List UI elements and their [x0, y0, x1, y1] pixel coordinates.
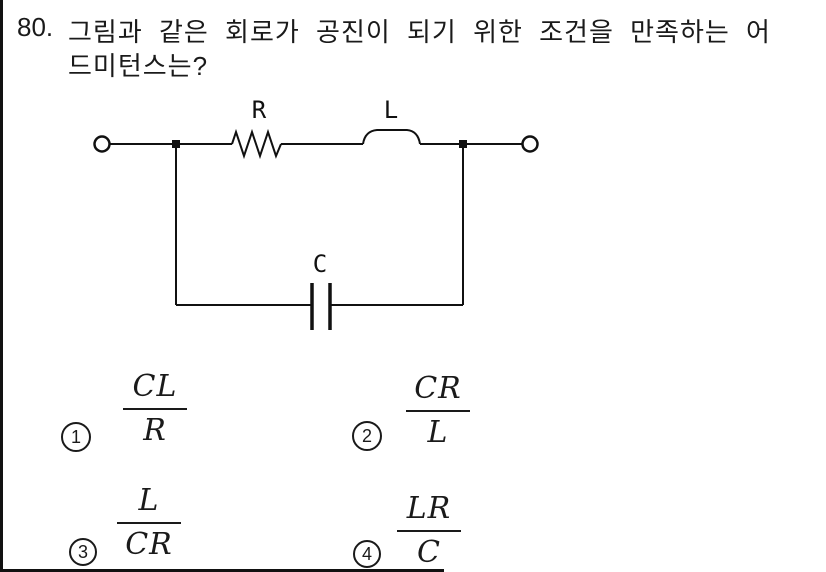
scan-border-bottom: [0, 569, 444, 572]
inductor-arch: [362, 129, 421, 145]
choice-1-numerator: CL: [132, 369, 178, 404]
scan-border-left: [0, 0, 3, 572]
choice-2-fraction: CR L: [406, 370, 470, 452]
question-text-line1: 그림과 같은 회로가 공진이 되기 위한 조건을 만족하는 어: [68, 17, 771, 47]
right-terminal-icon: [521, 135, 539, 153]
capacitor-label: C: [313, 250, 327, 278]
choice-3-marker: 3: [69, 538, 97, 566]
inductor-loop-2: [391, 133, 413, 155]
choice-1-fraction-bar: [123, 408, 187, 410]
left-terminal-icon: [93, 135, 111, 153]
choice-4-number: 4: [361, 543, 372, 564]
choice-3-denominator: CR: [125, 527, 173, 562]
choice-3-fraction-bar: [117, 522, 181, 524]
choice-4-fraction: LR C: [397, 490, 461, 572]
inductor-label: L: [384, 96, 398, 124]
question-number: 80.: [17, 12, 54, 42]
question-text-line2: 드미턴스는?: [68, 51, 209, 81]
choice-4-denominator: C: [417, 535, 441, 570]
choice-3-number: 3: [77, 541, 88, 562]
resistor-label: R: [252, 96, 267, 124]
choice-2-denominator: L: [427, 415, 449, 450]
choice-2-numerator: CR: [414, 371, 462, 406]
choice-4-numerator: LR: [406, 491, 452, 526]
choice-3-fraction: L CR: [117, 482, 181, 564]
inductor-loop-1: [372, 133, 394, 155]
choice-1-denominator: R: [143, 413, 167, 448]
circuit-diagram: R L C: [93, 96, 539, 330]
choice-4-fraction-bar: [397, 530, 461, 532]
choice-3-numerator: L: [138, 483, 160, 518]
resistor-symbol: [231, 128, 282, 160]
choice-1-number: 1: [70, 426, 81, 447]
choice-2-marker: 2: [352, 421, 382, 451]
choice-1-fraction: CL R: [123, 368, 187, 450]
choice-2-number: 2: [361, 425, 372, 446]
choice-1-marker: 1: [61, 422, 91, 452]
choice-4-marker: 4: [353, 540, 381, 568]
choice-2-fraction-bar: [406, 410, 470, 412]
